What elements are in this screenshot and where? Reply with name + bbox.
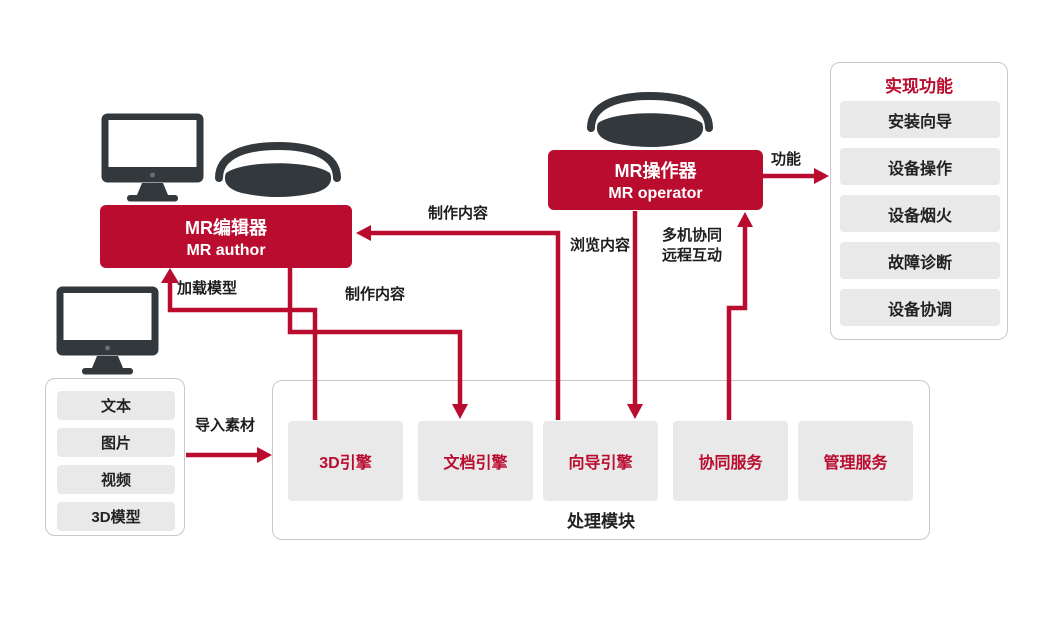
function-item-device-ignite: 设备烟火 xyxy=(840,195,1000,232)
arrowhead-up-operator xyxy=(737,212,753,227)
label-multi-collab: 多机协同 xyxy=(662,227,723,244)
monitor-icon xyxy=(100,112,205,209)
mr-author-title-en: MR author xyxy=(186,241,266,259)
processing-panel-title: 处理模块 xyxy=(567,512,635,531)
service-collab: 协同服务 xyxy=(673,421,788,501)
mr-headset-icon xyxy=(212,141,344,204)
function-item-device-operate: 设备操作 xyxy=(840,148,1000,185)
function-item-install-guide: 安装向导 xyxy=(840,101,1000,138)
mr-author-node: MR编辑器 MR author xyxy=(100,205,352,268)
engine-wizard: 向导引擎 xyxy=(543,421,658,501)
functions-panel: 实现功能 安装向导 设备操作 设备烟火 故障诊断 设备协调 xyxy=(830,62,1008,340)
function-item-fault-diagnosis: 故障诊断 xyxy=(840,242,1000,279)
material-item-3dmodel: 3D模型 xyxy=(57,502,175,531)
label-import-material: 导入素材 xyxy=(195,417,256,434)
service-manage: 管理服务 xyxy=(798,421,913,501)
material-item-text: 文本 xyxy=(57,391,175,420)
engine-3d: 3D引擎 xyxy=(288,421,403,501)
arrowhead-right-functions xyxy=(814,168,829,184)
mr-operator-node: MR操作器 MR operator xyxy=(548,150,763,210)
material-item-video: 视频 xyxy=(57,465,175,494)
label-remote-interact: 远程互动 xyxy=(662,246,723,264)
processing-panel: 3D引擎 文档引擎 向导引擎 协同服务 管理服务 处理模块 xyxy=(272,380,930,540)
mr-author-title-zh: MR编辑器 xyxy=(185,217,267,238)
engine-document: 文档引擎 xyxy=(418,421,533,501)
materials-panel: 文本 图片 视频 3D模型 xyxy=(45,378,185,536)
monitor-icon-2 xyxy=(55,285,160,382)
label-function: 功能 xyxy=(771,151,802,168)
label-load-model: 加载模型 xyxy=(177,280,238,297)
function-item-device-coordinate: 设备协调 xyxy=(840,289,1000,326)
label-browse-content: 浏览内容 xyxy=(570,237,631,254)
label-make-content-left: 制作内容 xyxy=(345,286,406,303)
functions-panel-title: 实现功能 xyxy=(885,77,953,96)
mr-headset-icon-2 xyxy=(584,91,716,154)
arrowhead-right-processing xyxy=(257,447,272,463)
label-collab: 多机协同 远程互动 xyxy=(662,226,722,265)
mr-operator-title-en: MR operator xyxy=(608,185,703,202)
material-item-image: 图片 xyxy=(57,428,175,457)
label-make-content-right: 制作内容 xyxy=(428,205,489,222)
mr-operator-title-zh: MR操作器 xyxy=(614,161,697,181)
arrowhead-left-author xyxy=(356,225,371,241)
